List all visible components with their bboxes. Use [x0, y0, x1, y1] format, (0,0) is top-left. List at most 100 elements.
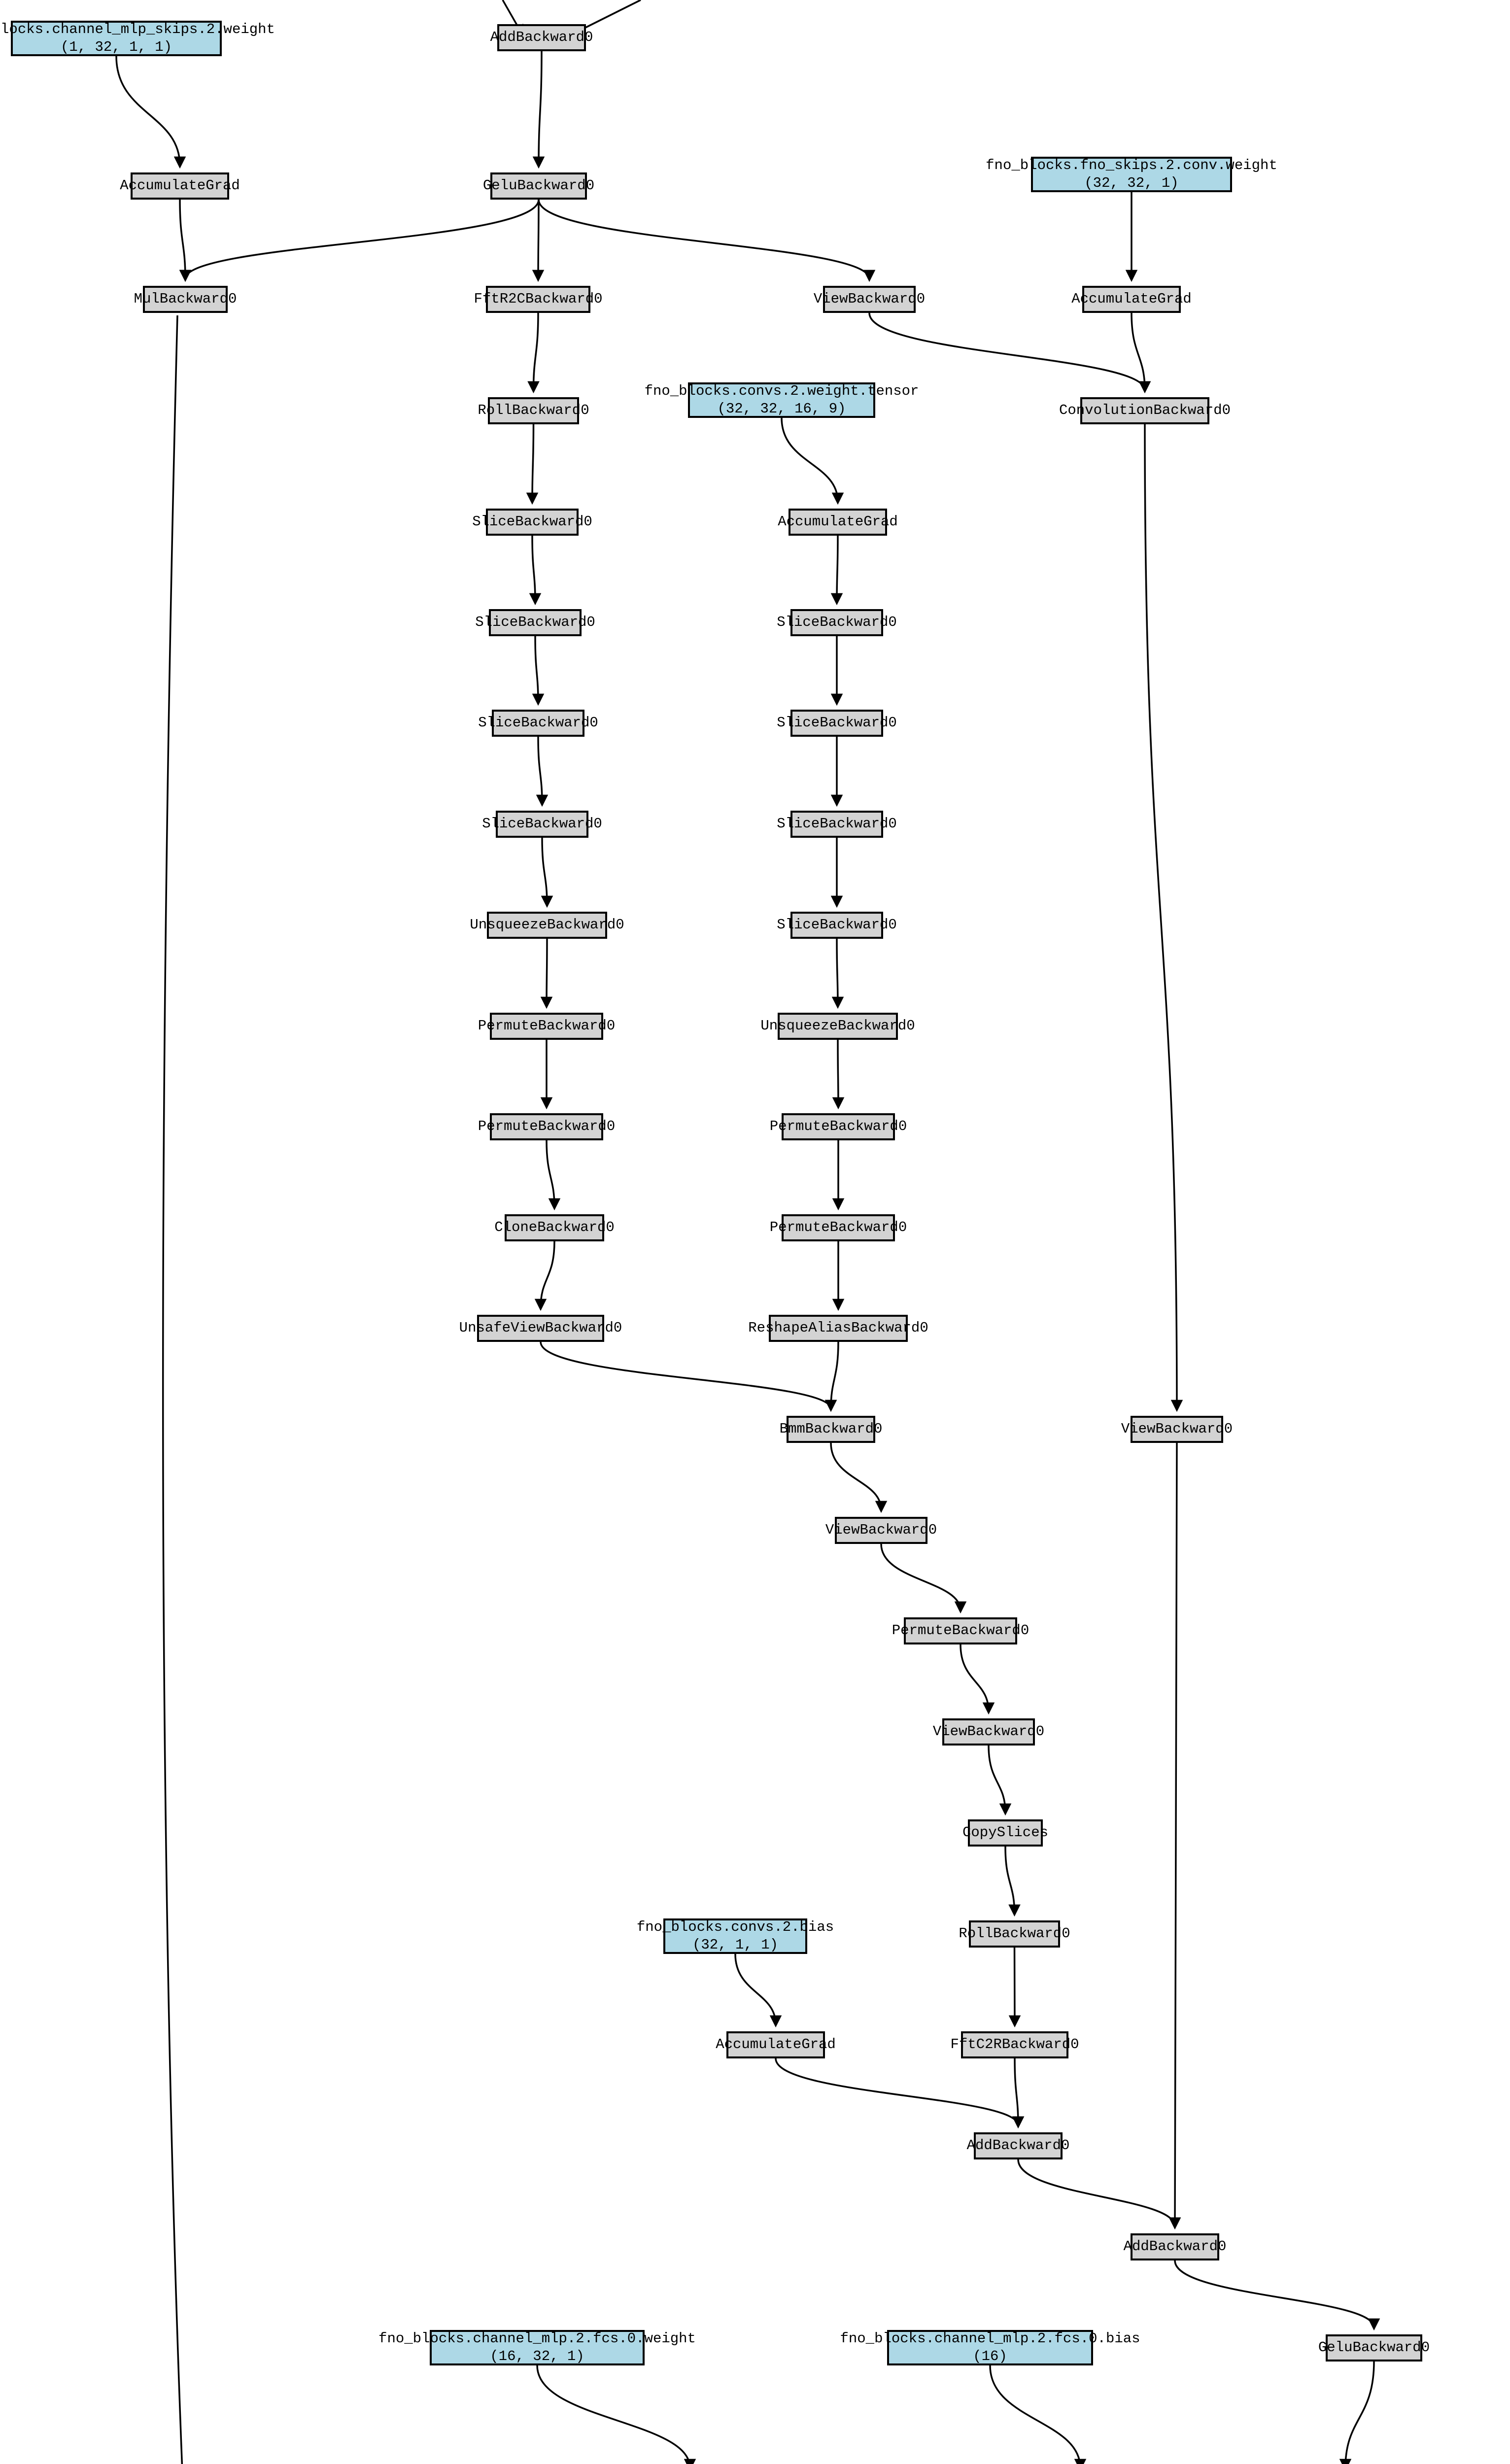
op-node-n21: SliceBackward0 [777, 912, 897, 939]
node-shape: (32, 32, 1) [1084, 175, 1179, 191]
op-node-n31: ViewBackward0 [825, 1517, 937, 1544]
op-node-n33: PermuteBackward0 [892, 1617, 1029, 1644]
edge-n29-to-n30 [824, 1341, 839, 1412]
node-label: GeluBackward0 [482, 177, 595, 194]
op-node-n18: SliceBackward0 [482, 811, 602, 838]
node-label: PermuteBackward0 [892, 1622, 1030, 1639]
edge-n36-to-n38 [734, 1953, 782, 2028]
node-label: fno_blocks.fno_skips.2.conv.weight [986, 157, 1277, 173]
node-label: fno_blocks.channel_mlp_skips.2.weight [0, 21, 275, 37]
node-label: SliceBackward0 [478, 715, 598, 731]
op-node-n20: UnsqueezeBackward0 [470, 912, 624, 939]
op-node-n16: SliceBackward0 [478, 710, 598, 737]
edge-n3-to-n6 [532, 199, 545, 282]
op-node-n35: CopySlices [962, 1819, 1048, 1847]
edge-n32-to-n41 [1168, 1442, 1181, 2230]
edge-n18-to-n20 [541, 837, 553, 908]
op-node-n3: GeluBackward0 [483, 172, 594, 200]
node-label: SliceBackward0 [777, 614, 897, 631]
node-label: ConvolutionBackward0 [1059, 402, 1231, 419]
node-label: UnsqueezeBackward0 [760, 1018, 915, 1034]
node-label: FftR2CBackward0 [474, 291, 603, 308]
param-node-n10: fno_blocks.convs.2.weight.tensor (32, 32,… [645, 382, 919, 418]
edge-n9-to-n12 [526, 424, 539, 505]
op-node-n7: ViewBackward0 [814, 286, 925, 313]
node-shape: (32, 32, 16, 9) [717, 401, 846, 417]
edge-n0-to-n2 [115, 56, 186, 169]
node-label: GeluBackward0 [1318, 2339, 1430, 2356]
edge-n3-to-n5 [179, 199, 540, 282]
param-node-n0: fno_blocks.channel_mlp_skips.2.weight (1,… [0, 21, 275, 56]
node-shape: (1, 32, 1, 1) [60, 39, 172, 55]
node-label: BmmBackward0 [779, 1421, 883, 1437]
edges [115, 0, 1380, 2464]
node-label: AccumulateGrad [120, 177, 240, 194]
op-node-n37: RollBackward0 [959, 1920, 1070, 1948]
edge-n16-to-n18 [536, 736, 549, 807]
edge-n34-to-n35 [988, 1745, 1012, 1816]
op-node-n2: AccumulateGrad [120, 172, 240, 200]
edge-n28-to-n30 [540, 1341, 837, 1412]
edge-n24-to-n26 [546, 1140, 561, 1211]
edge-n40-to-n41 [1017, 2159, 1181, 2230]
op-node-n41: AddBackward0 [1124, 2233, 1226, 2260]
node-label: PermuteBackward0 [478, 1018, 616, 1034]
param-node-n4: fno_blocks.fno_skips.2.conv.weight (32, 3… [986, 157, 1277, 192]
node-label: RollBackward0 [959, 1925, 1070, 1942]
node-label: ViewBackward0 [932, 1723, 1045, 1740]
node-label: PermuteBackward0 [478, 1118, 616, 1135]
op-node-n25: PermuteBackward0 [770, 1113, 907, 1140]
node-label: ViewBackward0 [825, 1522, 937, 1539]
edge-n42-to-n45 [536, 2365, 696, 2464]
node-shape: (16) [973, 2348, 1007, 2364]
op-node-n19: SliceBackward0 [777, 811, 897, 838]
op-node-n39: FftC2RBackward0 [950, 2031, 1079, 2058]
node-label: ViewBackward0 [813, 291, 926, 308]
op-node-n14: SliceBackward0 [475, 609, 595, 636]
edge-n10-to-n13 [781, 417, 844, 505]
node-label: AccumulateGrad [716, 2036, 836, 2053]
node-label: SliceBackward0 [777, 917, 897, 933]
op-node-n12: SliceBackward0 [472, 509, 592, 536]
op-node-n40: AddBackward0 [967, 2132, 1069, 2159]
edge-n39-to-n40 [1012, 2058, 1025, 2129]
node-label: AddBackward0 [1123, 2238, 1227, 2255]
edge-n13-to-n15 [830, 535, 843, 606]
node-label: MulBackward0 [134, 291, 237, 308]
edge-n31-to-n33 [880, 1543, 967, 1614]
edge-n44-to-n47 [1339, 2361, 1375, 2464]
op-node-n24: PermuteBackward0 [478, 1113, 615, 1140]
node-label: fno_blocks.convs.2.bias [636, 1918, 834, 1935]
node-label: CloneBackward0 [494, 1219, 615, 1236]
op-node-n23: UnsqueezeBackward0 [760, 1013, 915, 1040]
edge-n8-to-n11 [1131, 312, 1151, 394]
node-label: SliceBackward0 [777, 816, 897, 832]
op-node-n11: ConvolutionBackward0 [1059, 397, 1231, 424]
op-node-n29: ReshapeAliasBackward0 [748, 1315, 928, 1342]
node-label: SliceBackward0 [482, 816, 602, 832]
edge-n41-to-n44 [1174, 2260, 1380, 2331]
node-label: RollBackward0 [478, 402, 589, 419]
edge-n11-to-n32 [1144, 424, 1183, 1412]
edge-n35-to-n37 [1004, 1846, 1021, 1917]
edge-n30-to-n31 [830, 1442, 888, 1513]
edge-n38-to-n40 [775, 2058, 1025, 2129]
param-node-n42: fno_blocks.channel_mlp.2.fcs.0.weight(16… [378, 2330, 696, 2365]
node-label: UnsafeViewBackward0 [459, 1320, 622, 1336]
edge-n2-to-n5 [179, 199, 192, 282]
node-label: SliceBackward0 [472, 513, 592, 530]
op-node-n17: SliceBackward0 [777, 710, 897, 737]
edge-n7-to-n11 [868, 312, 1151, 394]
node-shape: (16, 32, 1) [490, 2348, 584, 2364]
edge-n1-to-n3 [532, 51, 545, 169]
edge-n43-to-n46 [989, 2365, 1087, 2464]
node-label: fno_blocks.convs.2.weight.tensor [644, 382, 919, 399]
node-label: UnsqueezeBackward0 [470, 917, 624, 933]
node-label: AddBackward0 [490, 29, 593, 46]
edge-mul-to-bottom-curve [162, 315, 183, 2464]
param-node-n43: fno_blocks.channel_mlp.2.fcs.0.bias(16) [840, 2330, 1140, 2365]
edge-n12-to-n14 [529, 535, 542, 606]
edge-n3-to-n7 [538, 199, 876, 282]
node-label: AccumulateGrad [778, 513, 898, 530]
